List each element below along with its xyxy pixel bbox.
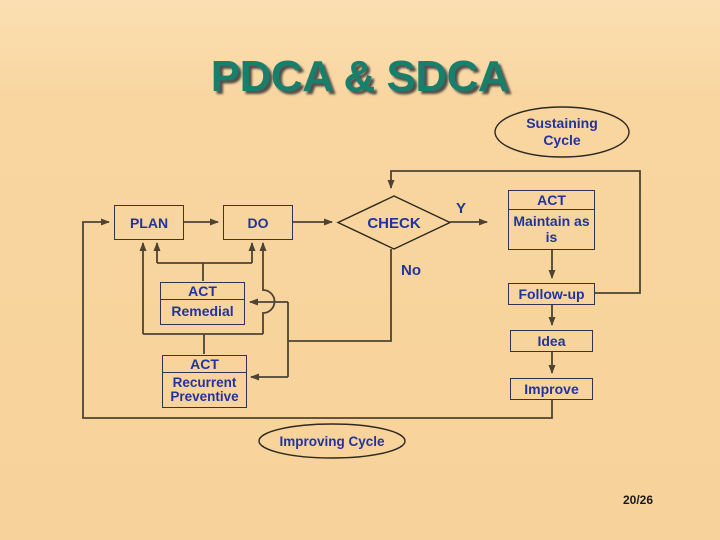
sustaining-cycle-label: Sustaining Cycle (526, 114, 598, 149)
edge-follow-up-to-check (387, 170, 641, 294)
check-diamond (336, 195, 452, 250)
node-plan: PLAN (114, 205, 184, 240)
node-improve: Improve (510, 378, 593, 400)
node-act-recurrent-body: Recurrent Preventive (170, 374, 239, 404)
node-act-maintain: ACT Maintain as is (508, 190, 595, 250)
node-act-remedial-body: Remedial (171, 303, 234, 320)
page-number: 20/26 (622, 493, 654, 507)
edge-label-no: No (401, 261, 421, 279)
improving-cycle-label: Improving Cycle (279, 433, 385, 449)
node-act-recurrent-header: ACT (163, 356, 246, 373)
sustaining-cycle-ellipse (494, 106, 630, 158)
edge-improve-to-plan (82, 218, 553, 419)
slide-title: PDCA & SDCA (210, 52, 510, 101)
edge-recurrent-to-do-hop (259, 242, 276, 334)
node-act-remedial: ACT Remedial (160, 282, 245, 325)
node-act-maintain-header: ACT (509, 191, 594, 210)
node-act-remedial-header: ACT (161, 283, 244, 300)
edge-check-no-trunk (288, 249, 392, 342)
node-check-label: CHECK (367, 214, 421, 232)
edge-label-yes: Y (455, 199, 466, 217)
node-do: DO (223, 205, 293, 240)
node-idea: Idea (510, 330, 593, 352)
node-follow-up: Follow-up (508, 283, 595, 305)
node-act-maintain-body: Maintain as is (513, 213, 590, 245)
improving-cycle-ellipse (258, 423, 406, 459)
node-act-recurrent: ACT Recurrent Preventive (162, 355, 247, 408)
